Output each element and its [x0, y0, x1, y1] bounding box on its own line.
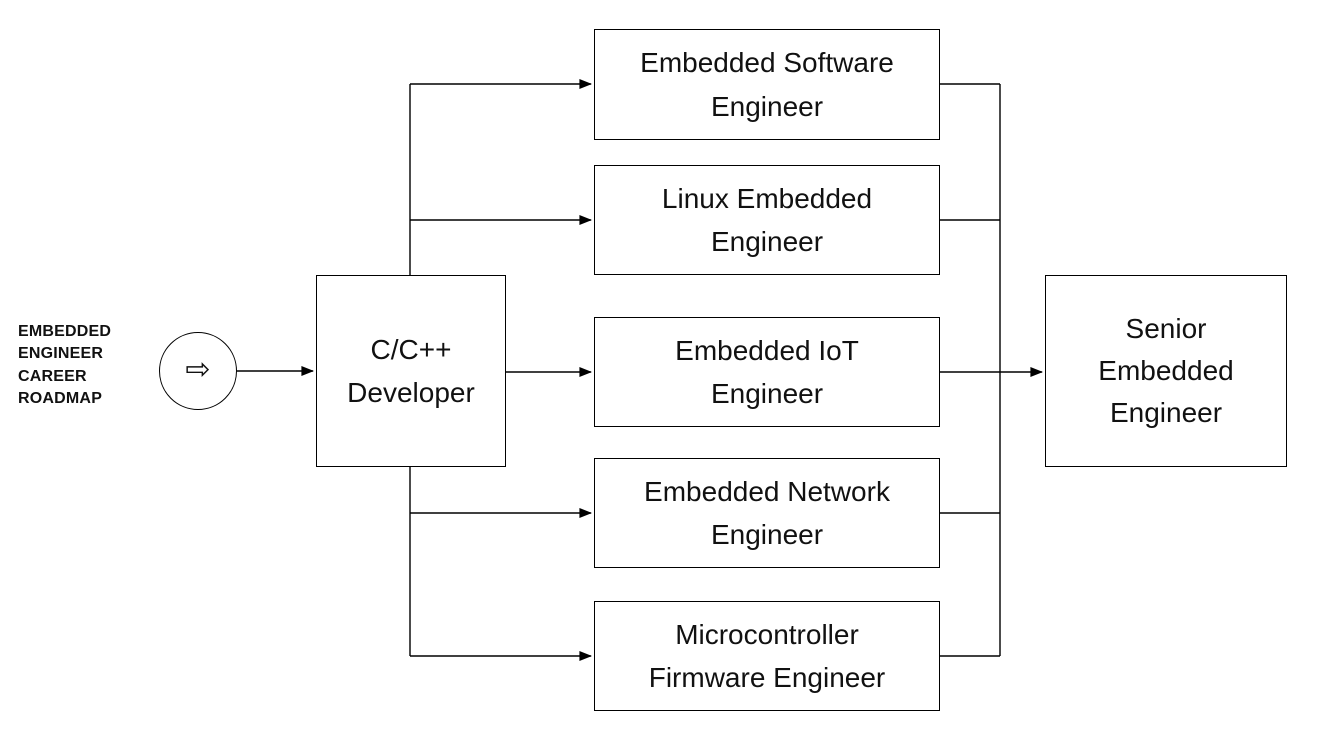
diagram-title-line: ROADMAP	[18, 390, 103, 408]
node-label-line: Engineer	[710, 226, 824, 257]
diagram-title-line: CAREER	[18, 367, 87, 385]
right-arrow-icon: ⇨	[185, 353, 211, 386]
diagram-title-line: ENGINEER	[18, 345, 104, 363]
node-embedded-network-engineer: Embedded Network Engineer	[594, 458, 940, 568]
node-label-line: Embedded Software	[640, 47, 894, 79]
node-label-line: Microcontroller	[675, 618, 859, 650]
node-label-line: Engineer	[710, 378, 824, 409]
node-label-line: C/C++	[370, 333, 452, 365]
node-cpp-developer: C/C++ Developer	[316, 275, 506, 467]
node-label-line: Engineer	[1109, 397, 1223, 428]
node-label-line: Embedded IoT	[675, 334, 859, 366]
node-embedded-iot-engineer: Embedded IoT Engineer	[594, 317, 940, 427]
node-senior-embedded-engineer: Senior Embedded Engineer	[1045, 275, 1287, 467]
diagram-title-line: EMBEDDED	[18, 323, 112, 340]
node-label-line: Linux Embedded	[661, 182, 873, 214]
node-microcontroller-firmware-engineer: Microcontroller Firmware Engineer	[594, 601, 940, 711]
node-label-line: Senior	[1125, 313, 1207, 344]
node-linux-embedded-engineer: Linux Embedded Engineer	[594, 165, 940, 275]
node-label-line: Developer	[347, 377, 475, 408]
node-label-line: Embedded Network	[644, 475, 890, 507]
start-node: ⇨	[159, 332, 237, 410]
diagram-title: EMBEDDED ENGINEER CAREER ROADMAP	[18, 321, 111, 411]
node-label-line: Embedded	[1098, 355, 1234, 386]
node-embedded-software-engineer: Embedded Software Engineer	[594, 29, 940, 140]
node-label-line: Firmware Engineer	[648, 662, 886, 693]
node-label-line: Engineer	[710, 90, 824, 122]
node-label-line: Engineer	[710, 519, 824, 550]
